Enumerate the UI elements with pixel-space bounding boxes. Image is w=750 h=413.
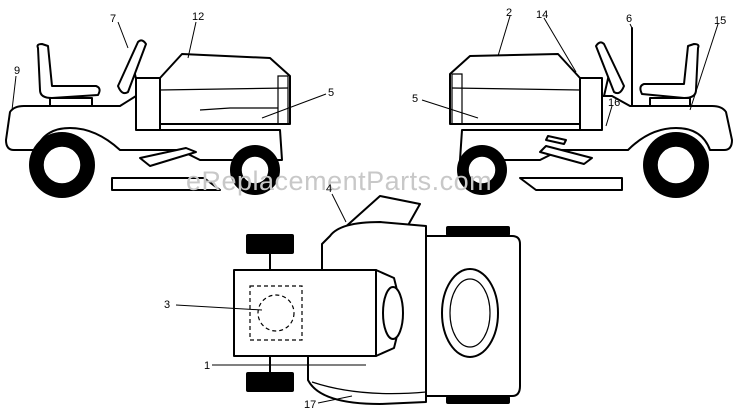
leader-14 bbox=[543, 17, 577, 73]
leader-4 bbox=[331, 193, 347, 223]
rear-hub-left bbox=[42, 145, 82, 185]
hood-decal-circle bbox=[257, 294, 295, 332]
callout-15: 15 bbox=[714, 15, 726, 27]
rear-hub-right bbox=[656, 145, 696, 185]
leader-12 bbox=[187, 21, 197, 59]
callout-6: 6 bbox=[626, 13, 632, 25]
callout-5-left: 5 bbox=[328, 87, 334, 99]
callout-17: 17 bbox=[304, 399, 316, 411]
hood-line-left bbox=[159, 87, 289, 91]
console-left bbox=[135, 77, 161, 131]
leader-16 bbox=[605, 105, 613, 127]
front-hub-left bbox=[240, 155, 270, 185]
body-right bbox=[459, 95, 733, 161]
pedal-left bbox=[139, 147, 197, 167]
steering-wheel-right bbox=[595, 41, 625, 95]
rear-tire-top-lower bbox=[446, 396, 510, 404]
pedal-right bbox=[539, 145, 593, 165]
steering-wheel-left bbox=[117, 39, 147, 95]
mower-right-side-view bbox=[449, 27, 733, 198]
callout-1: 1 bbox=[204, 360, 210, 372]
callout-14: 14 bbox=[536, 9, 548, 21]
rear-tire-top-upper bbox=[446, 226, 510, 236]
mower-deck-left bbox=[111, 177, 221, 191]
callout-labels: 7 12 9 5 2 14 6 15 5 16 4 3 1 17 bbox=[14, 7, 726, 411]
steering-wheel-top bbox=[382, 286, 404, 340]
seat-cushion-top bbox=[449, 278, 491, 348]
leader-9 bbox=[11, 75, 17, 111]
leader-15 bbox=[689, 23, 719, 111]
front-tire-top-lower bbox=[246, 372, 294, 392]
leader-17 bbox=[317, 395, 353, 404]
hood-line-right bbox=[451, 87, 581, 91]
hood-side-left bbox=[199, 107, 278, 111]
front-tire-top-upper bbox=[246, 234, 294, 254]
seat-left bbox=[36, 43, 101, 99]
leader-6 bbox=[629, 23, 633, 29]
watermark-text: eReplacementParts.com bbox=[186, 166, 492, 196]
front-hub-right bbox=[467, 155, 497, 185]
callout-9: 9 bbox=[14, 65, 20, 77]
console-right bbox=[579, 77, 603, 131]
grille-right bbox=[451, 73, 463, 125]
mower-top-view bbox=[233, 195, 521, 405]
leader-7 bbox=[117, 21, 129, 49]
seat-right bbox=[639, 43, 700, 99]
seat-top bbox=[441, 268, 499, 358]
callout-5-right: 5 bbox=[412, 93, 418, 105]
callout-16: 16 bbox=[608, 97, 620, 109]
callout-3: 3 bbox=[164, 299, 170, 311]
hood-decal-area bbox=[249, 285, 303, 341]
hood-top bbox=[233, 269, 377, 357]
callout-12: 12 bbox=[192, 11, 204, 23]
callout-2: 2 bbox=[506, 7, 512, 19]
leader-2 bbox=[497, 15, 511, 57]
mower-deck-right bbox=[519, 177, 623, 191]
leader-5-right bbox=[421, 99, 479, 119]
deck-lower-edge bbox=[311, 381, 427, 395]
seat-base-right bbox=[649, 97, 691, 107]
callout-7: 7 bbox=[110, 13, 116, 25]
seat-base-left bbox=[49, 97, 93, 107]
callout-leaders bbox=[11, 15, 719, 404]
mower-left-side-view bbox=[5, 39, 291, 198]
callout-4: 4 bbox=[326, 183, 332, 195]
leader-5-left bbox=[261, 93, 327, 119]
lever-right bbox=[545, 135, 567, 145]
leader-3 bbox=[175, 304, 263, 311]
